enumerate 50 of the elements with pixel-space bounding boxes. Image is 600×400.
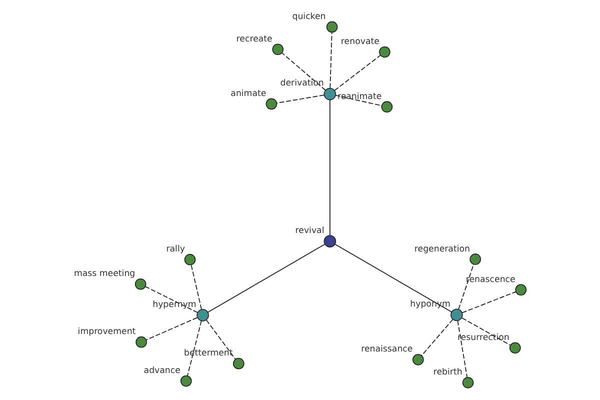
connector	[276, 94, 325, 104]
node-label: improvement	[78, 327, 136, 338]
connector	[335, 94, 382, 106]
node-circle	[324, 235, 336, 248]
node-circle	[184, 254, 196, 266]
connector	[146, 317, 198, 340]
node-circle	[266, 98, 278, 110]
connector	[462, 291, 516, 314]
node-label: quicken	[292, 12, 326, 22]
node-circle	[136, 336, 147, 348]
node-label: advance	[144, 366, 180, 376]
connector	[457, 320, 468, 378]
connector	[334, 244, 452, 312]
connector	[206, 320, 236, 360]
node-label: revival	[295, 226, 324, 236]
node-label: renovate	[340, 37, 380, 48]
node-circle	[196, 309, 209, 322]
node-label: recreate	[236, 34, 272, 44]
node-circle	[412, 354, 424, 366]
node-label: rebirth	[433, 368, 462, 378]
connector	[207, 244, 326, 313]
connector	[282, 52, 326, 91]
node-circle	[326, 21, 338, 33]
node-circle	[509, 342, 521, 354]
node-label: animate	[230, 88, 266, 99]
node-label: renascence	[466, 274, 516, 285]
node-circle	[379, 46, 390, 58]
node-label: renaissance	[361, 344, 413, 355]
node-circle	[450, 308, 463, 322]
connector	[421, 318, 454, 356]
node-circle	[515, 284, 527, 296]
node-label: rally	[166, 244, 185, 255]
connector	[190, 264, 202, 310]
node-label: derivation	[280, 78, 324, 89]
node-circle	[470, 254, 482, 265]
node-circle	[324, 88, 336, 100]
connector	[458, 264, 474, 310]
connector	[330, 32, 332, 88]
node-label: reanimate	[337, 92, 382, 102]
node-circle	[233, 358, 244, 370]
node-label: betterment	[184, 348, 233, 359]
node-circle	[134, 278, 146, 290]
connector	[334, 54, 381, 91]
node-circle	[381, 101, 393, 113]
node-label: mass meeting	[74, 269, 136, 280]
node-circle	[462, 377, 474, 388]
node-circle	[272, 44, 284, 56]
connector	[187, 320, 202, 376]
node-circle	[180, 375, 192, 387]
node-label: regeneration	[414, 244, 470, 254]
